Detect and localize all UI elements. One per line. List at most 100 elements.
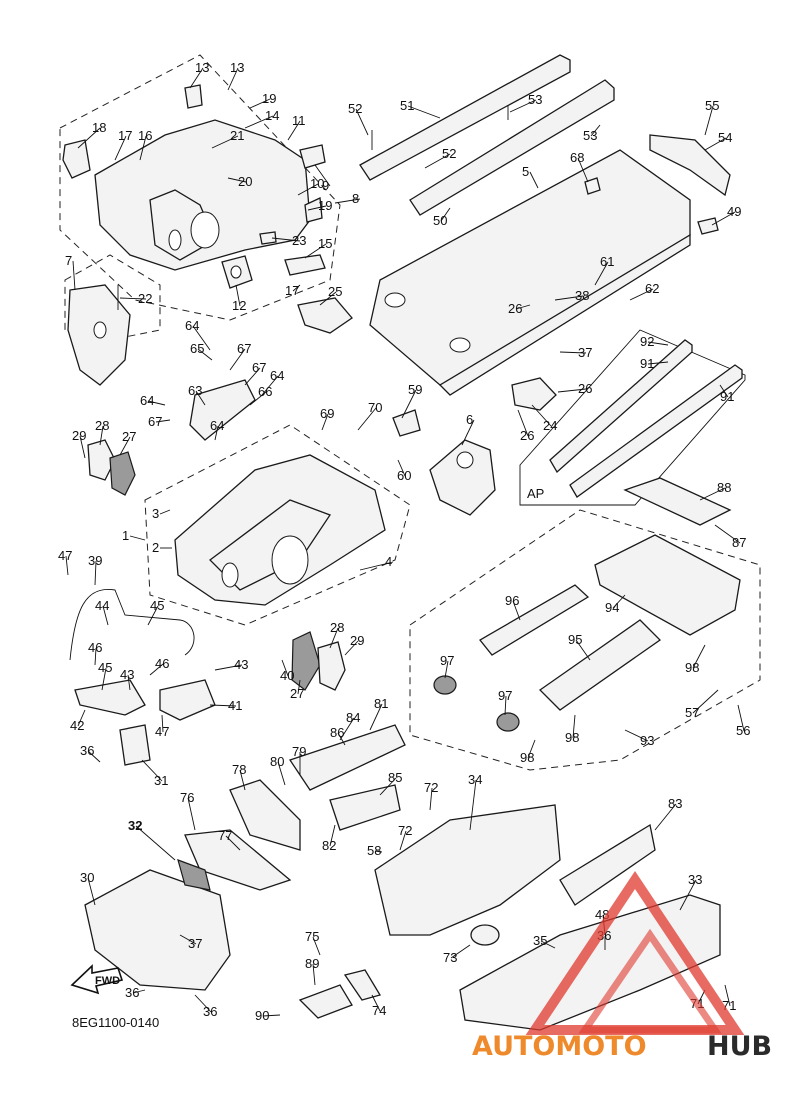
callout-52: 52	[442, 146, 456, 161]
callout-44: 44	[95, 598, 109, 613]
callout-93: 93	[640, 733, 654, 748]
leader-line	[529, 171, 539, 189]
callout-68: 68	[570, 150, 584, 165]
callout-92: 92	[640, 334, 654, 349]
skid-34	[374, 804, 561, 936]
seal-28	[87, 439, 116, 481]
callout-61: 61	[600, 254, 614, 269]
callout-75: 75	[305, 929, 319, 944]
leader-line	[307, 205, 327, 211]
callout-67: 67	[237, 341, 251, 356]
leader-line	[329, 627, 339, 649]
leader-line	[517, 409, 529, 437]
callout-3: 3	[152, 506, 159, 521]
leader-line	[229, 348, 246, 371]
part-code: 8EG1100-0140	[72, 1015, 159, 1030]
leader-line	[704, 105, 714, 136]
leader-line	[161, 714, 164, 733]
slide-rail-91a	[549, 339, 693, 474]
lower-panels	[84, 724, 721, 1031]
callout-24: 24	[543, 418, 557, 433]
leader-line	[612, 594, 626, 609]
leader-line	[624, 729, 649, 742]
clip-49	[697, 217, 719, 235]
callout-37: 37	[578, 345, 592, 360]
callout-42: 42	[70, 718, 84, 733]
leader-line	[312, 963, 316, 986]
callout-16: 16	[138, 128, 152, 143]
callout-54: 54	[718, 130, 732, 145]
callout-80: 80	[270, 754, 284, 769]
hole	[93, 321, 107, 339]
leader-line	[225, 835, 241, 851]
bracket-63	[189, 379, 256, 441]
leader-line	[114, 135, 127, 161]
callout-56: 56	[736, 723, 750, 738]
leader-line	[509, 99, 537, 113]
leader-line	[155, 419, 171, 423]
leader-line	[147, 605, 159, 626]
leader-line	[329, 824, 336, 847]
callout-64: 64	[185, 318, 199, 333]
panel-30	[84, 869, 231, 991]
bracket-13	[184, 84, 203, 109]
leader-line	[321, 413, 329, 431]
callout-96: 96	[505, 593, 519, 608]
leader-line	[244, 115, 274, 129]
callout-78: 78	[232, 762, 246, 777]
upper-frame-assembly	[62, 84, 353, 386]
callout-98: 98	[685, 660, 699, 675]
bracket-42	[74, 679, 146, 716]
bracket-25	[297, 297, 353, 334]
housing-6	[429, 439, 496, 516]
callout-87: 87	[732, 535, 746, 550]
leader-line	[214, 425, 219, 441]
leader-line	[77, 127, 101, 149]
bumper-39	[69, 588, 195, 661]
leader-line	[214, 664, 243, 671]
callout-58: 58	[367, 843, 381, 858]
callout-79: 79	[292, 744, 306, 759]
housing-hole	[456, 451, 474, 469]
fwd-label: FWD	[95, 975, 120, 987]
leader-line	[129, 535, 146, 541]
callout-64: 64	[140, 393, 154, 408]
callout-37: 37	[188, 936, 202, 951]
leader-line	[450, 944, 471, 959]
leader-line	[179, 934, 197, 945]
clip-68	[584, 177, 601, 195]
watermark: AUTOMOTO HUB	[472, 870, 772, 1062]
leader-line	[271, 237, 301, 242]
callout-85: 85	[388, 770, 402, 785]
callout-19: 19	[318, 198, 332, 213]
brand-part2: HUB	[707, 1031, 772, 1062]
callout-9: 9	[322, 178, 329, 193]
callout-41: 41	[228, 698, 242, 713]
plate-15	[284, 254, 326, 276]
leader-line	[531, 404, 552, 427]
callout-98: 98	[520, 750, 534, 765]
rail-51	[359, 54, 571, 181]
callout-33: 33	[688, 872, 702, 887]
leader-line	[312, 936, 321, 956]
leader-line	[159, 509, 171, 515]
leader-line	[147, 400, 166, 406]
callout-91: 91	[640, 356, 654, 371]
leader-line	[527, 739, 536, 759]
leader-line	[139, 135, 147, 161]
leader-line	[504, 695, 507, 716]
leader-line	[711, 211, 736, 226]
leader-line	[87, 750, 101, 763]
callout-6: 6	[466, 412, 473, 427]
leader-line	[692, 644, 706, 669]
callout-1: 1	[122, 528, 129, 543]
callout-89: 89	[305, 956, 319, 971]
leader-line	[211, 135, 239, 149]
leader-line	[629, 288, 654, 301]
leader-line	[424, 153, 451, 169]
callout-26: 26	[520, 428, 534, 443]
callout-97: 97	[440, 653, 454, 668]
callout-43: 43	[234, 657, 248, 672]
tunnel-hole	[449, 337, 471, 353]
